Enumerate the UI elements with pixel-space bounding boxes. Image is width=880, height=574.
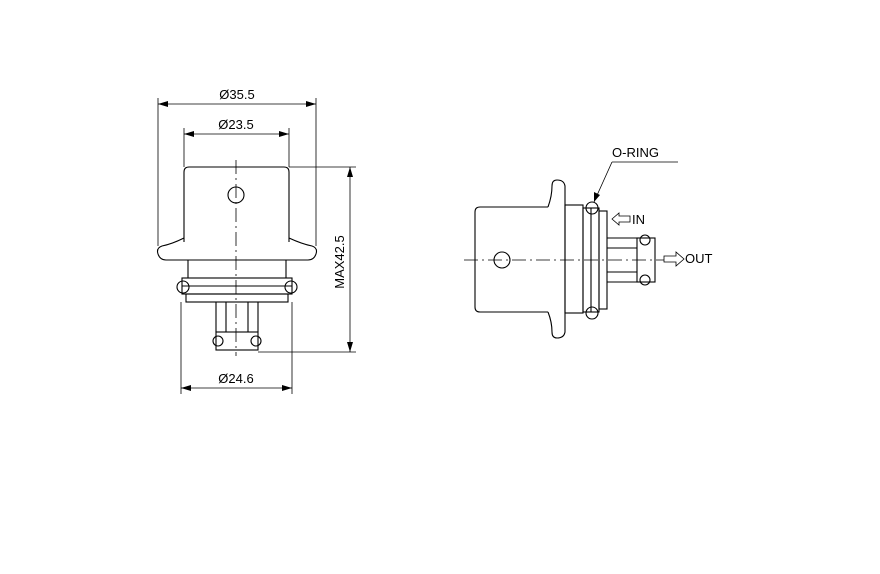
dim-outer-arrow-right (306, 101, 316, 107)
front-view (156, 160, 318, 356)
front-oring-right (284, 280, 298, 294)
dim-outer-arrow-left (158, 101, 168, 107)
front-stem-oring-left (212, 335, 224, 347)
front-neck (187, 260, 287, 278)
front-flange (156, 237, 318, 261)
dim-base-arrow-left (181, 385, 191, 391)
dim-height-arrow-bottom (347, 342, 353, 352)
side-view: O-RING IN OUT (464, 145, 713, 339)
dim-body-arrow-right (279, 131, 289, 137)
front-dimensions: Ø35.5 Ø23.5 MAX42.5 Ø24.6 (157, 87, 356, 394)
inlet-arrow-icon (611, 212, 631, 226)
side-oring-top (585, 201, 599, 215)
inlet-label: IN (632, 212, 645, 227)
side-stem-oring-bottom (639, 274, 651, 286)
front-body-outline (183, 166, 290, 242)
side-lower-ring (598, 210, 608, 310)
side-stem (607, 237, 637, 283)
side-flange (547, 179, 566, 339)
outlet-arrow-icon (663, 251, 685, 267)
dim-body-arrow-left (184, 131, 194, 137)
oring-leader (593, 161, 678, 203)
front-stem-oring-right (250, 335, 262, 347)
oring-leader-arrow (594, 192, 600, 202)
dim-body-label: Ø23.5 (218, 117, 253, 132)
front-lower-ring (185, 293, 289, 303)
dim-outer-label: Ø35.5 (219, 87, 254, 102)
dim-base-label: Ø24.6 (218, 371, 253, 386)
dim-base-arrow-right (282, 385, 292, 391)
oring-label: O-RING (612, 145, 659, 160)
front-oring-left (176, 280, 190, 294)
side-oring-bottom (585, 306, 599, 320)
side-neck (564, 204, 584, 314)
front-stem (215, 302, 259, 332)
dim-height-arrow-top (347, 167, 353, 177)
side-body-outline (474, 206, 548, 313)
dim-height-label: MAX42.5 (332, 235, 347, 288)
side-stem-oring-top (639, 234, 651, 246)
front-stem-ring (215, 331, 259, 351)
outlet-label: OUT (685, 251, 713, 266)
